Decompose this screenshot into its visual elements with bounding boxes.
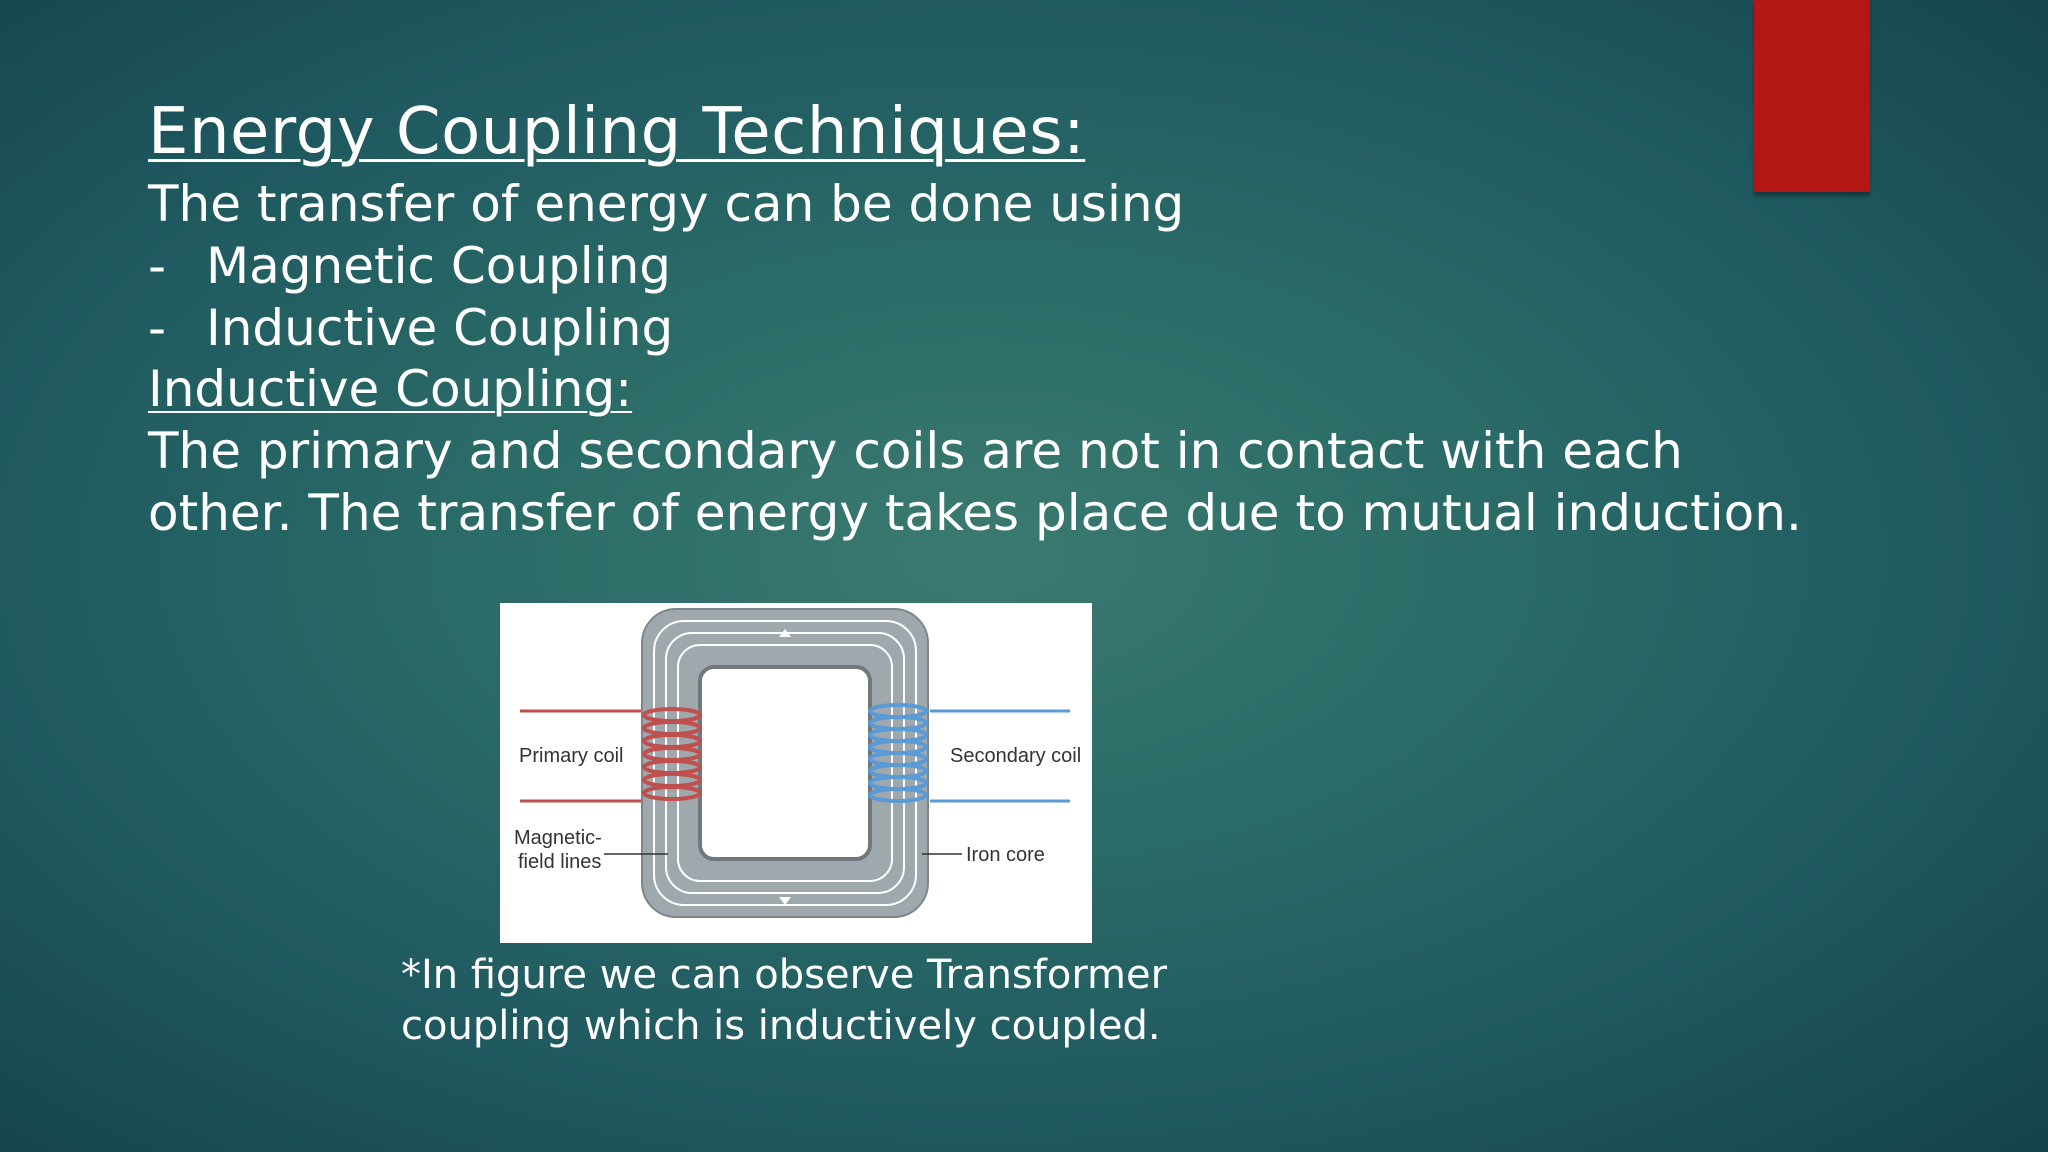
accent-bar	[1754, 0, 1870, 192]
transformer-figure: Primary coil Secondary coil Magnetic- fi…	[500, 603, 1092, 943]
transformer-diagram: Primary coil Secondary coil Magnetic- fi…	[514, 608, 1081, 918]
bullet-text: Magnetic Coupling	[206, 237, 671, 295]
bullet-item-magnetic-coupling: -Magnetic Coupling	[148, 235, 671, 297]
primary-coil	[642, 707, 702, 801]
iron-core-label: Iron core	[966, 844, 1045, 866]
bullet-item-inductive-coupling: -Inductive Coupling	[148, 297, 673, 359]
figure-caption: *In figure we can observe Transformer co…	[401, 950, 1167, 1052]
secondary-coil-label: Secondary coil	[950, 745, 1081, 767]
magnetic-field-lines-label: Magnetic-	[514, 827, 602, 849]
caption-line: *In figure we can observe Transformer	[401, 952, 1168, 998]
bullet-marker: -	[148, 237, 167, 295]
caption-line: coupling which is inductively coupled.	[401, 1003, 1161, 1049]
paragraph-line: other. The transfer of energy takes plac…	[148, 484, 1802, 542]
bullet-marker: -	[148, 299, 167, 357]
field-arrow-bottom	[779, 897, 791, 905]
intro-text: The transfer of energy can be done using	[148, 175, 1185, 233]
paragraph-line: The primary and secondary coils are not …	[148, 422, 1683, 480]
slide-title: Energy Coupling Techniques:	[148, 95, 1086, 169]
subheading: Inductive Coupling:	[148, 360, 633, 418]
bullet-text: Inductive Coupling	[206, 299, 674, 357]
magnetic-field-lines-label: field lines	[518, 851, 601, 873]
field-arrow-top	[779, 629, 791, 637]
secondary-coil	[868, 703, 928, 803]
primary-coil-label: Primary coil	[519, 745, 623, 767]
core-window	[698, 665, 872, 861]
